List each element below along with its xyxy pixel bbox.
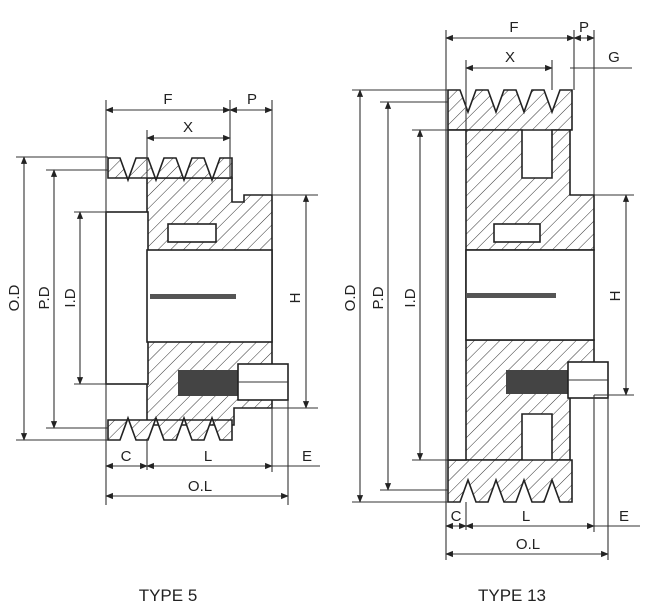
type5-label-p: P [247,91,257,108]
type13-web-bottom [463,339,595,461]
type5-keyway [150,294,236,299]
type13-label-x: X [505,49,515,66]
type13-label-c: C [451,508,462,525]
type5-label-l: L [204,448,212,465]
type13-label-od: O.D [342,285,359,312]
type13-bush [447,129,467,461]
type5-bush [105,211,149,385]
type5-bolt [178,370,240,396]
type5-labels: F P X O.D P.D I.D H C L E O.L TYPE 5 [6,91,312,605]
type5-label-x: X [183,119,193,136]
type13-caption: TYPE 13 [478,586,546,605]
type13-bottom-rim [447,459,573,503]
type5-label-od: O.D [6,285,23,312]
type13-dimensions [352,30,640,560]
type5-label-c: C [121,448,132,465]
type13-label-id: I.D [402,288,419,307]
type5-drawing [105,157,289,441]
type13-drawing [447,89,609,503]
type5-caption: TYPE 5 [139,586,198,605]
type13-label-pd: P.D [370,286,387,309]
type5-label-e: E [302,448,312,465]
type5-key [167,223,217,243]
type13-label-g: G [608,49,620,66]
type13-keyway [466,293,556,298]
type5-dimensions [16,100,320,505]
type5-rim [107,157,233,183]
type5-label-f: F [163,91,172,108]
type13-labels: F P X G O.D P.D I.D H C L E O.L TYPE 13 [342,19,629,605]
type5-label-id: I.D [62,288,79,307]
type5-label-pd: P.D [36,286,53,309]
type13-bolt [506,370,568,394]
type13-label-f: F [509,19,518,36]
type13-label-h: H [607,291,624,302]
type5-label-h: H [287,293,304,304]
type13-label-l: L [522,508,530,525]
type13-label-p: P [579,19,589,36]
type13-label-e: E [619,508,629,525]
type5-label-ol: O.L [188,478,212,495]
type13-top-rim [447,89,573,131]
type5-rim-bottom [107,415,233,441]
type13-key [493,223,541,243]
type13-label-ol: O.L [516,536,540,553]
